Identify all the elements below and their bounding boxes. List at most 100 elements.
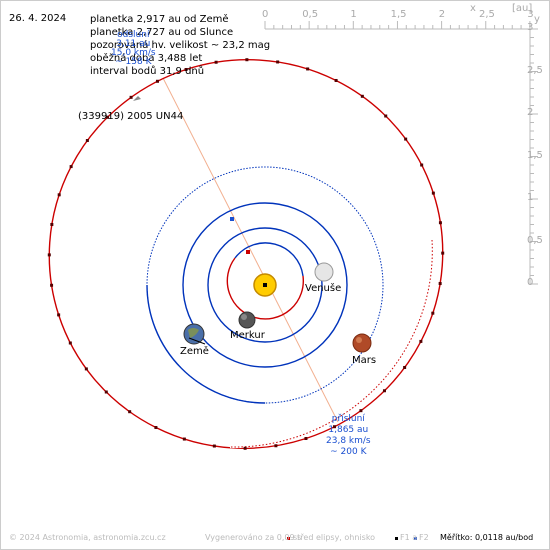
orbit-marker: [69, 165, 73, 169]
date-label: 26. 4. 2024: [9, 13, 67, 24]
right-scale-ticks: [530, 28, 538, 285]
orbit-marker: [276, 60, 280, 64]
orbit-marker: [104, 390, 108, 394]
asteroid-icon: [133, 96, 141, 101]
perihelion-label: přísluní 1,865 au 23,8 km/s ~ 200 K: [326, 414, 371, 457]
info-line: planetka 2,917 au od Země: [90, 14, 229, 25]
scale-text: Měřítko: 0,0118 au/bod: [440, 533, 534, 542]
mars-label: Mars: [352, 355, 377, 366]
earth-orbit: [182, 202, 348, 368]
orbit-marker: [184, 67, 188, 71]
orbit-marker: [182, 437, 186, 441]
orbit-marker: [384, 114, 388, 118]
venus-orbit: [207, 227, 323, 343]
orbit-marker: [129, 95, 133, 99]
orbit-marker: [438, 221, 442, 225]
asteroid-position-markers: [47, 58, 445, 450]
venus-label: Venuše: [305, 283, 342, 294]
info-line: planetka 2,727 au od Slunce: [90, 27, 234, 38]
sun-focus-marker: [263, 283, 267, 287]
orbit-marker: [306, 67, 310, 71]
orbit-marker: [154, 426, 158, 430]
mars-icon: [352, 333, 372, 353]
asteroid-name: (339919) 2005 UN44: [78, 111, 184, 122]
orbit-marker: [155, 79, 159, 83]
legend-f2-text: F2: [419, 533, 429, 542]
orbit-marker: [438, 282, 442, 286]
orbit-marker: [403, 365, 407, 369]
scale-unit: [au]: [512, 3, 533, 14]
orbit-marker: [85, 139, 89, 143]
orbit-marker: [420, 163, 424, 167]
aphelion-label: odsluní 3,11 au 15,0 km/s ~ 158 K: [111, 30, 156, 67]
orbit-marker: [243, 446, 247, 450]
orbit-marker: [106, 115, 110, 119]
orbit-marker: [304, 437, 308, 441]
orbit-marker: [128, 410, 132, 414]
orbit-marker: [360, 94, 364, 98]
top-scale-ticks: [264, 21, 531, 29]
orbit-marker: [57, 313, 61, 317]
orbit-marker: [84, 367, 88, 371]
info-line: interval bodů 31,9 dnů: [90, 66, 205, 77]
orbit-marker: [359, 409, 363, 413]
mercury-label: Merkur: [230, 330, 265, 341]
orbit-marker: [333, 425, 337, 429]
apsis-line: [162, 77, 339, 423]
orbit-marker: [431, 311, 435, 315]
info-line: oběžná doba 3,488 let: [90, 53, 203, 64]
ellipse-center-marker: [246, 250, 250, 254]
orbit-marker: [214, 60, 218, 64]
right-tick-label: 3: [527, 22, 534, 33]
top-tick-label: 2: [438, 9, 446, 20]
orbit-marker: [50, 222, 54, 226]
orbit-marker: [334, 78, 338, 82]
legend-f1-marker: [395, 537, 398, 540]
legend-center-text: střed elipsy, ohnisko: [293, 533, 376, 542]
top-tick-label: 0: [262, 9, 269, 20]
mars-orbit: [146, 284, 266, 404]
top-tick-label: 3: [527, 9, 534, 20]
footer-bar: © 2024 Astronomia, astronomia.zcu.cz Vyg…: [0, 533, 550, 545]
mercury-orbit-upper: [234, 242, 304, 277]
generated-text: Vygenerováno za 0,09 s: [205, 533, 302, 542]
right-tick-label: 1: [527, 192, 534, 203]
orbit-marker: [419, 339, 423, 343]
copyright-text: © 2024 Astronomia, astronomia.zcu.cz: [9, 533, 166, 542]
legend-center-marker: [287, 537, 290, 540]
legend-f2-marker: [414, 537, 417, 540]
orbit-marker: [212, 444, 216, 448]
asteroid-orbit-below-ecliptic: [229, 239, 433, 448]
orbit-marker: [404, 137, 408, 141]
ellipse-focus-marker: [230, 217, 234, 221]
right-tick-label: 2,5: [527, 64, 543, 76]
orbit-marker: [57, 193, 61, 197]
venus-icon: [314, 262, 334, 282]
legend-f1-text: F1 a: [400, 533, 418, 542]
orbit-marker: [274, 444, 278, 448]
scale-letter-y: y: [534, 14, 540, 25]
top-tick-label: 1,5: [390, 9, 407, 20]
orbit-marker: [50, 283, 54, 287]
mercury-icon: [238, 311, 256, 329]
mars-orbit-dotted: [146, 166, 384, 404]
top-tick-label: 1: [350, 9, 357, 20]
orbit-marker: [47, 253, 51, 257]
info-line: pozorovaná hv. velikost ~ 23,2 mag: [90, 40, 271, 51]
orbit-marker: [431, 191, 435, 195]
right-tick-label: 0,5: [527, 234, 543, 246]
info-panel: planetka 2,917 au od Země planetka 2,727…: [90, 13, 270, 78]
orbit-marker: [382, 389, 386, 393]
orbit-marker: [441, 251, 445, 255]
right-tick-label: 2: [527, 107, 534, 118]
right-tick-label: 1,5: [527, 149, 543, 161]
top-tick-label: 0,5: [302, 9, 319, 20]
top-tick-label: 2,5: [479, 9, 495, 20]
earth-label: Země: [180, 346, 209, 357]
right-tick-label: 0: [527, 277, 534, 288]
orbit-marker: [245, 58, 249, 62]
scale-letter-x: x: [470, 3, 476, 14]
